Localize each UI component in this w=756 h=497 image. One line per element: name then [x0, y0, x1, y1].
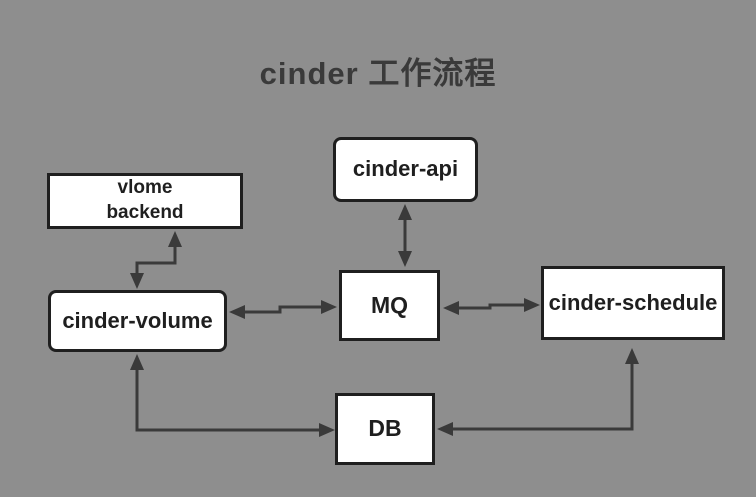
connector-db-volume	[130, 354, 335, 437]
node-vlome-backend: vlome backend	[47, 173, 243, 229]
node-cinder-schedule: cinder-schedule	[541, 266, 725, 340]
connector-mq-schedule	[443, 298, 540, 315]
connector-backend-volume	[130, 231, 182, 289]
node-cinder-api: cinder-api	[333, 137, 478, 202]
node-cinder-schedule-label: cinder-schedule	[548, 289, 718, 315]
node-cinder-volume-label: cinder-volume	[62, 307, 213, 333]
diagram-title: cinder 工作流程	[259, 56, 497, 91]
node-mq-label: MQ	[370, 291, 409, 318]
connector-schedule-db	[437, 348, 639, 436]
node-cinder-volume: cinder-volume	[48, 290, 227, 352]
node-db: DB	[335, 393, 435, 465]
connector-volume-mq	[229, 300, 337, 319]
connector-api-mq	[398, 204, 412, 267]
node-mq: MQ	[339, 270, 440, 341]
node-vlome-backend-label: vlome backend	[106, 177, 184, 223]
node-db-label: DB	[368, 415, 402, 442]
node-cinder-api-label: cinder-api	[352, 156, 459, 182]
